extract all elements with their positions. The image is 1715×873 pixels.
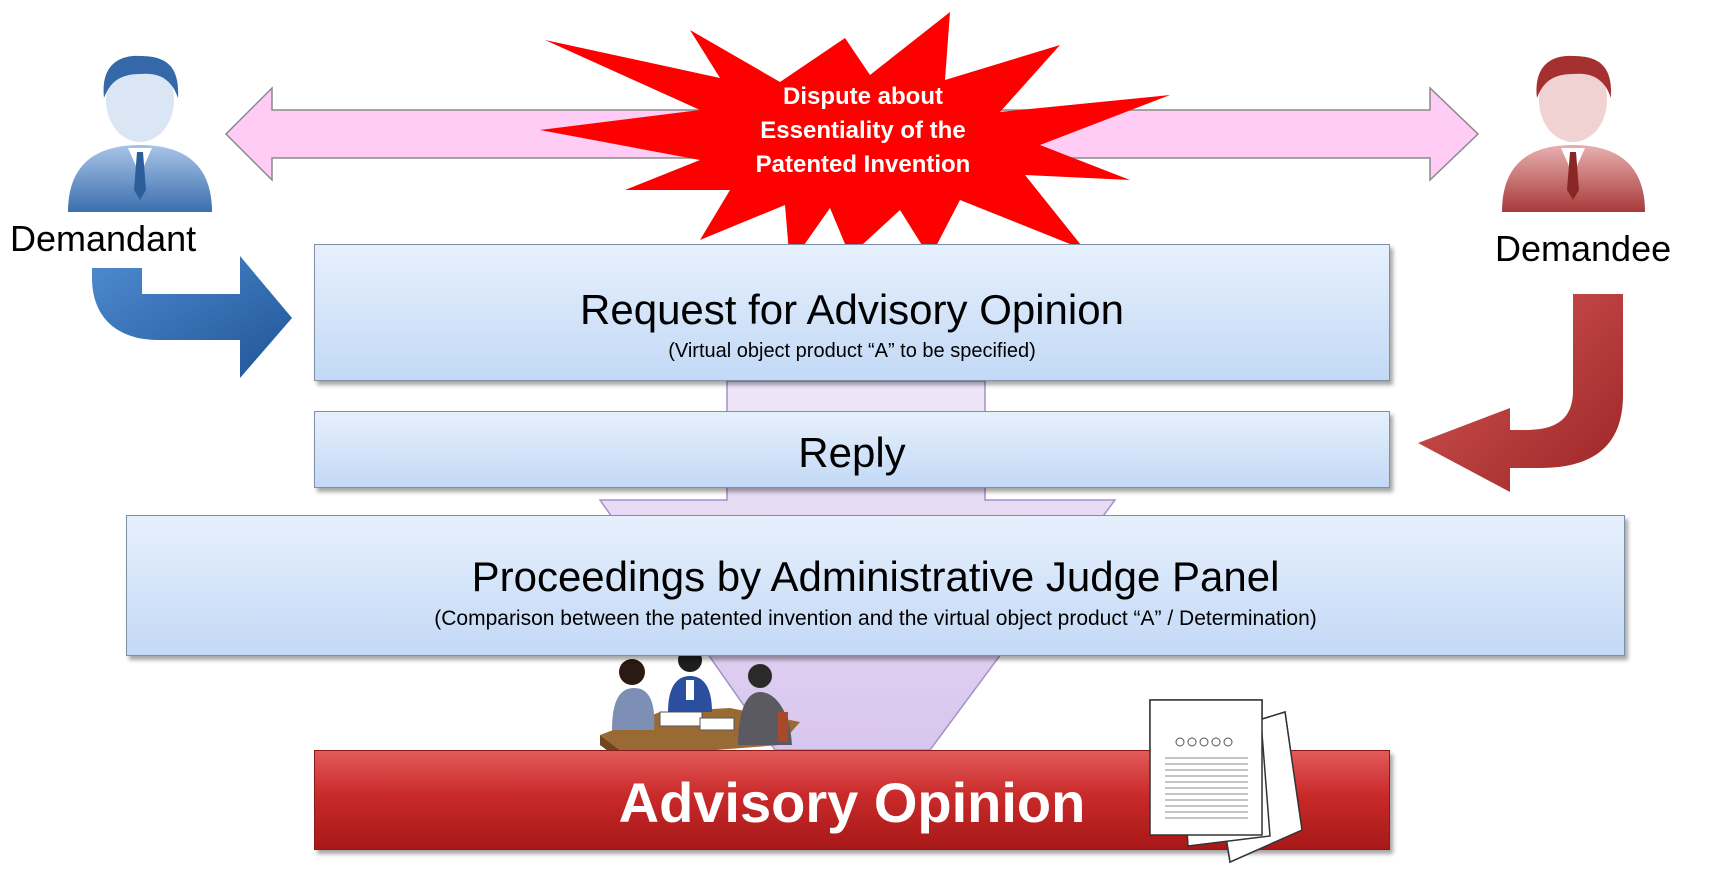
meeting-illustration [600,648,800,760]
reply-title: Reply [798,429,906,476]
demandee-label: Demandee [1495,228,1672,269]
dispute-line-3: Patented Invention [755,151,971,178]
proceedings-subtitle: (Comparison between the patented inventi… [434,607,1317,630]
dispute-label: Dispute about Essentiality of the Patent… [718,80,1008,182]
dispute-line-2: Essentiality of the [760,117,966,144]
reply-box: Reply [314,411,1390,488]
proceedings-title: Proceedings by Administrative Judge Pane… [471,553,1280,600]
dispute-burst [540,12,1170,265]
advisory-opinion-title: Advisory Opinion [618,771,1086,834]
request-subtitle: (Virtual object product “A” to be specif… [668,340,1036,362]
request-title: Request for Advisory Opinion [580,286,1124,333]
advisory-opinion-box: Advisory Opinion [314,750,1390,850]
demandant-arrow [92,256,292,378]
proceedings-box: Proceedings by Administrative Judge Pane… [126,515,1625,656]
demandant-person-icon [68,55,212,212]
dispute-line-1: Dispute about [783,83,943,110]
demandee-arrow [1418,294,1623,492]
demandant-label: Demandant [10,218,197,259]
demandee-person-icon [1502,55,1645,212]
request-box: Request for Advisory Opinion (Virtual ob… [314,244,1390,381]
